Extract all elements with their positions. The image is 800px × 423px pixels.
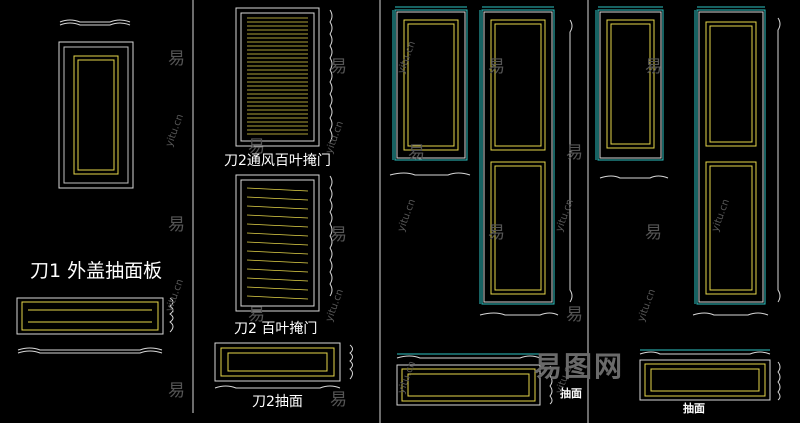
- label-louver-vent-door: 刀2通风百叶掩门: [224, 153, 331, 169]
- watermark-glyph: 易: [645, 57, 662, 77]
- louver-slat: [246, 259, 309, 264]
- louver-slat: [246, 295, 309, 300]
- louver-slat: [246, 205, 309, 210]
- louver-slat: [246, 241, 309, 246]
- door-4b: [692, 6, 781, 316]
- louver-slat: [246, 250, 309, 255]
- louver-slat: [246, 268, 309, 273]
- watermark-glyph: 易: [488, 223, 505, 243]
- watermark-glyph: 易: [168, 381, 185, 401]
- door-1-elevation: [58, 19, 134, 189]
- louver-slat: [246, 187, 309, 192]
- door-1-panel: [73, 55, 119, 175]
- watermark-glyph: 易: [488, 57, 505, 77]
- louver-slat: [246, 286, 309, 291]
- louver-slat: [246, 232, 309, 237]
- watermark-glyph: 易: [566, 305, 583, 325]
- watermark-glyph: 易: [330, 390, 347, 410]
- louver-door: [235, 174, 333, 312]
- watermark-logo: 易图网: [534, 350, 625, 383]
- label-drawer-face-2: 刀2抽面: [252, 394, 303, 410]
- louver-slat: [246, 277, 309, 282]
- watermark-glyph: 易: [248, 137, 265, 157]
- drawer-4: [639, 349, 781, 401]
- label-louver-door: 刀2 百叶掩门: [234, 321, 318, 337]
- door-3a: [389, 6, 471, 176]
- watermark-glyph: 易: [408, 143, 425, 163]
- drawer-3: [396, 353, 553, 406]
- watermark-glyph: 易: [645, 223, 662, 243]
- louver-vent-slats: [247, 17, 308, 135]
- louver-vent-door: [235, 7, 333, 147]
- louver-door-slats: [246, 187, 309, 300]
- label-drawer-face-a: 抽面: [560, 387, 582, 400]
- louver-slat: [246, 196, 309, 201]
- drawer-face-1: [16, 297, 174, 354]
- watermark-glyph: 易: [168, 49, 185, 69]
- door-4a: [595, 6, 669, 179]
- watermark-glyph: 易: [566, 143, 583, 163]
- label-drawer-face-b: 抽面: [683, 402, 705, 415]
- louver-slat: [246, 223, 309, 228]
- louver-slat: [246, 214, 309, 219]
- drawer-face-2: [214, 342, 353, 389]
- watermark-glyph: 易: [330, 225, 347, 245]
- door-3b: [479, 6, 573, 316]
- watermark-glyph: 易: [330, 57, 347, 77]
- watermark-glyph: 易: [168, 215, 185, 235]
- watermark-glyph: 易: [248, 305, 265, 325]
- label-outer-drawer-face: 刀1 外盖抽面板: [30, 260, 163, 282]
